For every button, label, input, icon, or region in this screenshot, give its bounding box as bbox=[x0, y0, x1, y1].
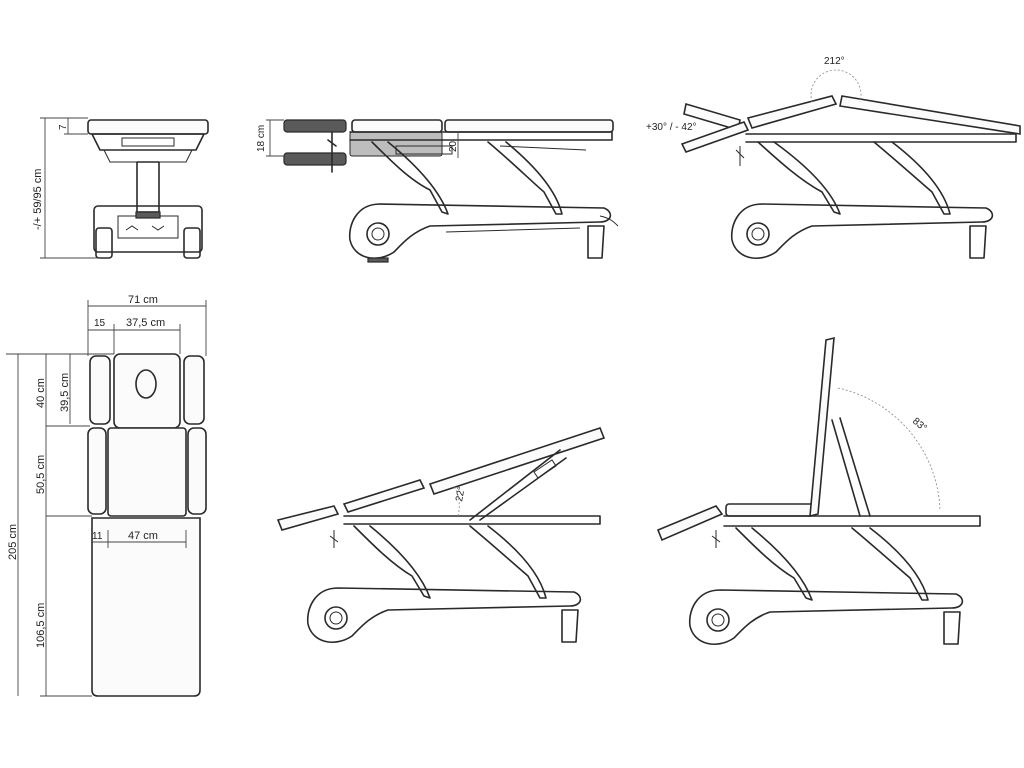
inclined-head-section bbox=[276, 505, 340, 531]
side-headrest-down bbox=[283, 152, 347, 166]
top-head-width-label: 37,5 cm bbox=[126, 317, 165, 329]
front-view-base bbox=[93, 205, 203, 253]
front-top-thickness-label: 7 bbox=[58, 124, 69, 130]
top-arm-right-upper bbox=[183, 355, 205, 425]
top-side-width-label: 15 bbox=[94, 318, 106, 329]
side-view-inclined: 22° bbox=[276, 427, 606, 644]
top-head-section bbox=[113, 353, 181, 429]
top-leg-width-label: 47 cm bbox=[128, 530, 158, 542]
inclined-back-section bbox=[428, 427, 606, 495]
tilt-frame-rail bbox=[745, 133, 1017, 143]
side-view-upright: 83° bbox=[656, 336, 981, 646]
upright-actuator bbox=[831, 417, 871, 517]
tilt-headrest-down bbox=[680, 121, 750, 153]
top-middle-length-label: 50,5 cm bbox=[35, 455, 47, 494]
side-view-tilt: 212° +30° / - 42° bbox=[646, 56, 1021, 260]
top-arm-left-lower bbox=[87, 427, 107, 515]
top-total-width-label: 71 cm bbox=[128, 294, 158, 306]
top-leg-offset-label: 11 bbox=[92, 531, 103, 542]
upright-back-section bbox=[809, 336, 835, 518]
upright-seat-section bbox=[725, 503, 815, 517]
inclined-frame-rail bbox=[343, 515, 601, 525]
upright-angle-label: 83° bbox=[910, 416, 929, 434]
top-head-length-label: 40 cm bbox=[35, 378, 47, 408]
front-view-wheel-right bbox=[183, 227, 201, 259]
top-face-section-label: 39,5 cm bbox=[59, 373, 71, 412]
front-view-wheel-left bbox=[95, 227, 113, 259]
side-frame-rail bbox=[349, 131, 613, 141]
tilt-body-section bbox=[839, 95, 1021, 135]
front-view-tabletop bbox=[87, 119, 209, 135]
top-face-hole bbox=[135, 369, 157, 399]
side-leg-rear bbox=[487, 141, 563, 215]
upright-head-section bbox=[656, 505, 724, 542]
top-total-length-label: 205 cm bbox=[7, 524, 19, 560]
side-fold-depth-label: 20 bbox=[448, 140, 459, 152]
upright-frame-rail bbox=[723, 515, 981, 527]
top-arm-left-upper bbox=[89, 355, 111, 425]
side-leg-front bbox=[371, 141, 449, 215]
tilt-head-range-label: +30° / - 42° bbox=[646, 122, 697, 133]
front-view: -/+ 59/95 cm 7 bbox=[32, 117, 209, 259]
inclined-angle-label: 22° bbox=[454, 486, 467, 503]
side-body-section bbox=[444, 119, 614, 133]
tilt-angle-label: 212° bbox=[824, 56, 845, 67]
side-head-section bbox=[351, 119, 443, 133]
side-foot bbox=[587, 225, 605, 259]
top-leg-length-label: 106,5 cm bbox=[35, 603, 47, 648]
inclined-seat-section bbox=[342, 479, 426, 513]
front-view-column bbox=[136, 161, 160, 213]
side-wheel bbox=[366, 222, 390, 246]
top-leg-section bbox=[91, 517, 201, 697]
top-middle-section bbox=[107, 427, 187, 517]
front-height-label: -/+ 59/95 cm bbox=[32, 169, 44, 230]
front-view-frame bbox=[91, 133, 205, 151]
side-fold-height-label: 18 cm bbox=[256, 125, 267, 152]
side-view-flat: 18 cm 20 bbox=[256, 119, 619, 263]
top-view: 71 cm 15 37,5 cm 40 cm 39,5 cm 50,5 cm 2… bbox=[6, 294, 207, 697]
side-headrest-up bbox=[283, 119, 347, 133]
top-arm-right-lower bbox=[187, 427, 207, 515]
tilt-head-section bbox=[746, 95, 838, 129]
